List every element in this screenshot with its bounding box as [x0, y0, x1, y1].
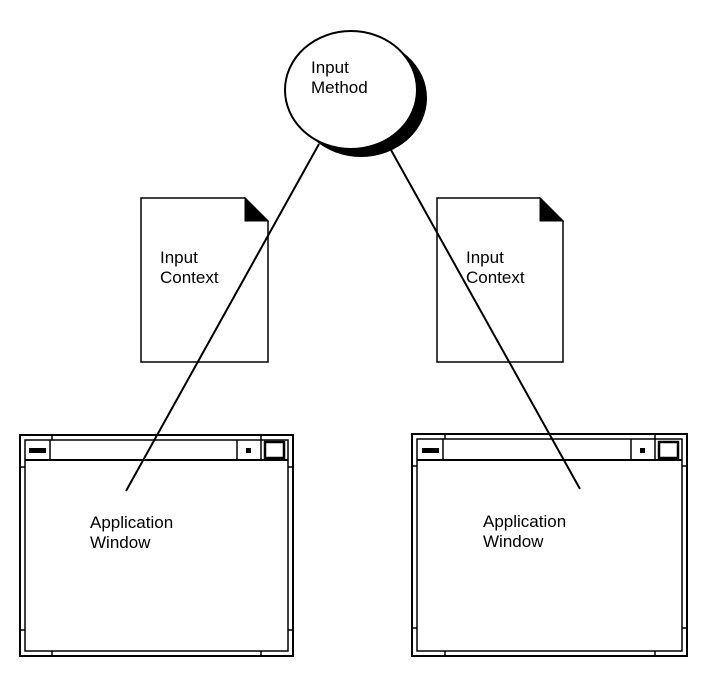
input-context-right-label-line2: Context [466, 268, 525, 287]
input-context-left-page [140, 197, 269, 363]
application-window-left: Application Window [19, 434, 294, 657]
window-left-label-line1: Application [90, 513, 173, 532]
window-left-menu-icon [29, 448, 46, 453]
input-method-node: Input Method [284, 30, 427, 157]
window-right-maximize-icon [657, 440, 680, 460]
window-right-label-line2: Window [483, 532, 544, 551]
application-window-right: Application Window [411, 433, 688, 657]
window-right-minimize-icon [640, 448, 645, 453]
input-context-right-page [436, 197, 564, 363]
window-left-label-line2: Window [90, 533, 151, 552]
window-right-outer-frame [411, 433, 688, 657]
input-context-left-fold [244, 196, 270, 222]
window-left-minimize-icon [246, 448, 251, 453]
connector-line-right [390, 149, 581, 490]
input-context-left-label-line1: Input [160, 248, 198, 267]
window-left-maximize-icon [263, 440, 286, 460]
connector-line-left [125, 143, 320, 492]
input-context-right: Input Context [436, 196, 565, 363]
input-context-left: Input Context [140, 196, 270, 363]
input-method-circle [284, 30, 418, 150]
input-context-right-label-line1: Input [466, 248, 504, 267]
window-left-outer-frame [19, 434, 294, 657]
window-left-inner-frame [24, 439, 289, 652]
input-method-label-line2: Method [311, 78, 368, 97]
input-method-label-line1: Input [311, 58, 349, 77]
input-context-right-fold [539, 196, 565, 222]
window-right-label-line1: Application [483, 512, 566, 531]
window-right-inner-frame [416, 438, 683, 652]
window-right-menu-icon [422, 448, 439, 453]
input-context-left-label-line2: Context [160, 268, 219, 287]
